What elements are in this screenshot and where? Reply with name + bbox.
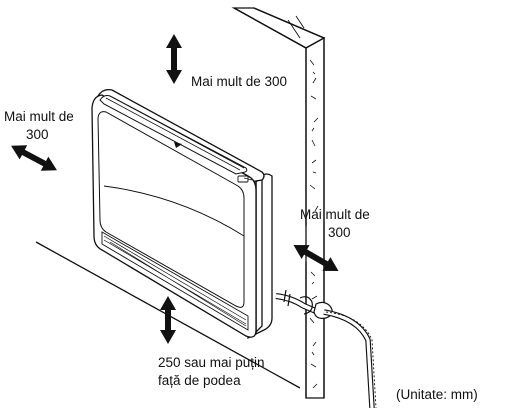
left-clearance-label-line2: 300 [26, 127, 49, 142]
floor-clearance-label-line2: față de podea [158, 373, 241, 388]
indoor-unit [91, 88, 273, 340]
right-clearance-label-line2: 300 [328, 225, 351, 240]
floor-clearance-label-line1: 250 sau mai puțin [158, 355, 265, 370]
right-clearance-arrow [293, 245, 339, 271]
top-clearance-label: Mai mult de 300 [191, 74, 288, 89]
left-clearance-arrow [11, 145, 57, 171]
top-clearance-arrow [166, 34, 182, 84]
right-clearance-label-line1: Mai mult de [300, 207, 370, 222]
floor-clearance-arrow [160, 296, 176, 344]
refrigerant-pipe [275, 289, 377, 408]
unit-note: (Unitate: mm) [396, 387, 478, 402]
left-clearance-label-line1: Mai mult de [4, 109, 74, 124]
